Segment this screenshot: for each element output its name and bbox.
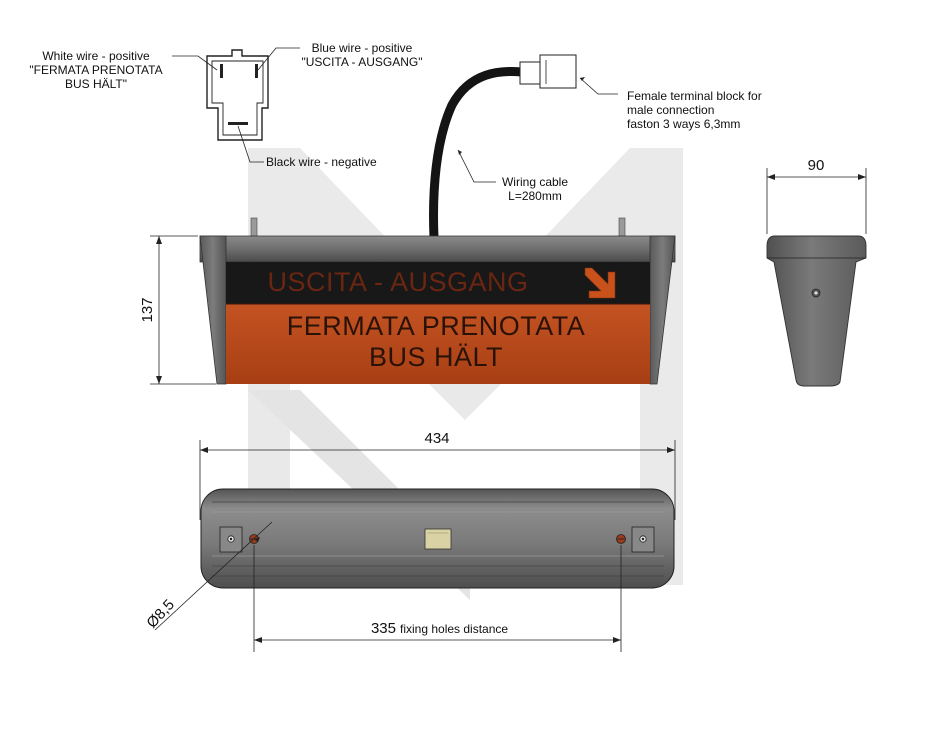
callout-blue-wire-line1: Blue wire - positive	[312, 41, 413, 55]
callout-terminal-block-line1: Female terminal block for	[627, 89, 762, 103]
panel-top-black	[226, 262, 650, 304]
callout-white-wire: White wire - positive "FERMATA PRENOTATA…	[29, 49, 162, 91]
terminal-block	[519, 54, 577, 89]
dimension-length-label: 434	[424, 430, 449, 447]
callout-terminal-block-line2: male connection	[627, 103, 714, 117]
callout-wiring-cable: Wiring cable L=280mm	[502, 175, 568, 203]
end-cap-left	[199, 235, 227, 385]
dimension-height-label: 137	[139, 297, 156, 322]
center-plate	[424, 528, 452, 550]
callout-wiring-cable-line2: L=280mm	[508, 189, 562, 203]
sign-text-bus-halt: BUS HÄLT	[369, 342, 503, 372]
mounting-stud-left	[250, 217, 258, 237]
callout-white-wire-line2: "FERMATA PRENOTATA	[29, 63, 162, 77]
callout-terminal-block: Female terminal block for male connectio…	[627, 89, 762, 131]
sign-text-fermata-prenotata: FERMATA PRENOTATA	[287, 311, 586, 341]
callout-white-wire-line3: BUS HÄLT"	[65, 77, 127, 91]
callout-white-wire-line1: White wire - positive	[42, 49, 150, 63]
dimension-length: 434	[199, 430, 676, 520]
wiring-cable	[429, 66, 527, 243]
sign-text-uscita-ausgang: USCITA - AUSGANG	[267, 267, 528, 297]
black-wire-pin	[228, 122, 248, 125]
dimension-height: 137	[139, 235, 216, 385]
dimension-depth: 90	[766, 157, 867, 234]
callout-blue-wire-line2: "USCITA - AUSGANG"	[302, 55, 423, 69]
arrow-down-right-icon	[584, 267, 616, 299]
dimension-depth-label: 90	[808, 157, 825, 174]
callout-terminal-block-line3: faston 3 ways 6,3mm	[627, 117, 740, 131]
white-wire-pin	[220, 64, 223, 78]
dimension-holes-distance-caption: fixing holes distance	[400, 622, 508, 636]
blue-wire-pin	[255, 64, 258, 78]
front-view: USCITA - AUSGANG FERMATA PRENOTATA BUS H…	[199, 217, 676, 385]
callout-black-wire: Black wire - negative	[266, 155, 377, 169]
callout-blue-wire: Blue wire - positive "USCITA - AUSGANG"	[302, 41, 423, 69]
mounting-stud-right	[618, 217, 626, 237]
panel-bottom-orange	[226, 304, 650, 384]
side-view	[766, 235, 867, 387]
dimension-holes-distance-value: 335	[371, 620, 396, 637]
connector-face-diagram	[206, 49, 269, 141]
callout-wiring-cable-line1: Wiring cable	[502, 175, 568, 189]
bottom-view	[200, 488, 675, 589]
dimension-holes-distance: 335 fixing holes distance	[253, 545, 622, 652]
